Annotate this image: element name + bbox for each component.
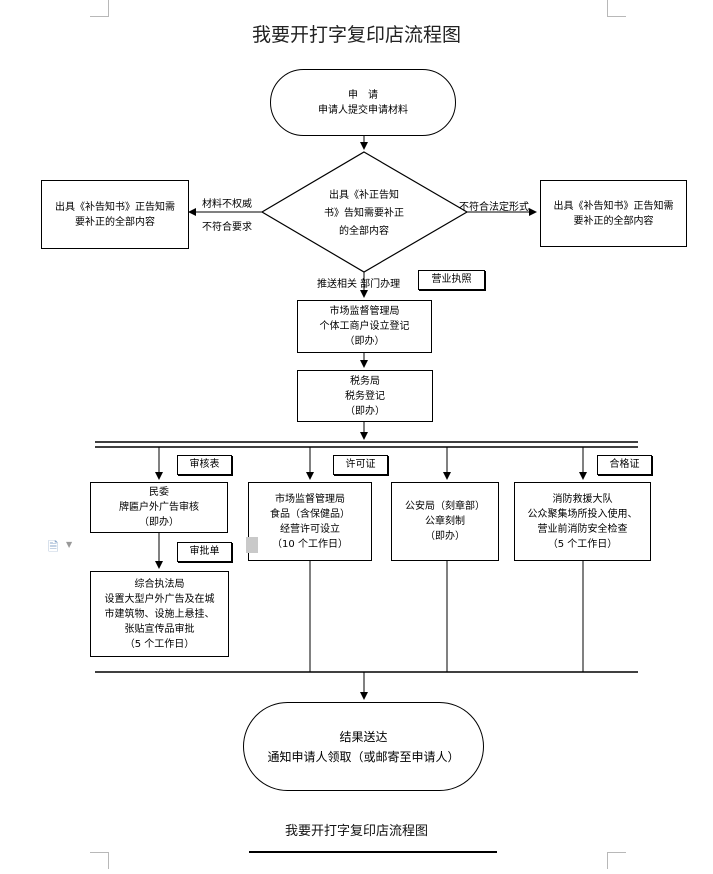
tag-approval-form: 审批单	[177, 542, 232, 562]
page-corner-mark	[607, 852, 626, 869]
tax-registration-box: 税务局 税务登记 （即办）	[297, 370, 433, 422]
tag-review-form: 审核表	[177, 455, 232, 475]
box-line: （即办）	[425, 531, 465, 542]
box-line: 公众聚集场所投入使用、	[527, 508, 638, 520]
label-materials-not-authoritative: 材料不权威	[202, 199, 252, 210]
notice-line: 出具《补告知书》正告知需	[55, 201, 175, 213]
market-regulation-registration-box: 市场监督管理局 个体工商户设立登记 （即办）	[297, 300, 432, 353]
page-corner-mark	[607, 0, 626, 17]
start-apply-node: 申 请 申请人提交申请材料	[270, 69, 456, 136]
box-line: 公安局（刻章部）	[405, 501, 485, 512]
box-line: 市场监督管理局	[329, 306, 400, 317]
box-line: 消防救援大队	[552, 493, 613, 505]
end-result-delivery-node: 结果送达 通知申请人领取（或邮寄至申请人）	[243, 702, 484, 791]
page-corner-mark	[90, 0, 109, 17]
decision-line: 的全部内容	[339, 226, 389, 237]
notice-line: 要补正的全部内容	[573, 215, 654, 227]
box-line: 经营许可设立	[280, 523, 340, 535]
civil-affairs-signboard-box: 民委 牌匾户外广告审核 （即办）	[90, 482, 228, 533]
paste-options-icon[interactable]: 🗎	[48, 540, 59, 555]
figure-caption: 我要开打字复印店流程图	[284, 824, 428, 839]
tag-business-license: 营业执照	[418, 270, 485, 290]
decision-text: 出具《补正告知 书》告知需要补正 的全部内容	[304, 187, 424, 241]
box-line: 设置大型户外广告及在城	[104, 593, 215, 605]
end-desc: 通知申请人领取（或邮寄至申请人）	[267, 749, 460, 764]
box-line: 张贴宣传品审批	[124, 623, 195, 635]
label-push-departments: 推送相关 部门办理	[317, 279, 401, 290]
box-line: （5 个工作日）	[124, 638, 195, 650]
end-title: 结果送达	[339, 729, 388, 744]
market-regulation-food-permit-box: 市场监督管理局 食品（含保健品） 经营许可设立 （10 个工作日）	[248, 482, 372, 561]
notice-line: 出具《补告知书》正告知需	[553, 200, 674, 212]
box-line: （5 个工作日）	[547, 538, 618, 550]
left-correction-notice-box: 出具《补告知书》正告知需 要补正的全部内容	[41, 180, 189, 249]
law-enforcement-advertising-box: 综合执法局 设置大型户外广告及在城 市建筑物、设施上悬挂、 张贴宣传品审批 （5…	[90, 571, 229, 657]
box-line: 食品（含保健品）	[270, 508, 350, 520]
box-line: 市建筑物、设施上悬挂、	[104, 608, 215, 620]
notice-line: 要补正的全部内容	[75, 216, 155, 228]
box-line: 公章刻制	[425, 516, 465, 527]
box-line: （即办）	[139, 517, 179, 528]
box-line: 个体工商户设立登记	[319, 321, 410, 332]
box-line: 综合执法局	[134, 578, 185, 590]
decision-line: 书》告知需要补正	[324, 208, 404, 219]
box-line: 市场监督管理局	[275, 493, 345, 505]
chevron-down-icon[interactable]: ▼	[66, 540, 73, 549]
start-desc: 申请人提交申请材料	[318, 104, 408, 116]
label-not-legal-form: 不符合法定形式	[459, 202, 529, 213]
start-title: 申 请	[348, 89, 378, 101]
box-line: 营业前消防安全检查	[537, 523, 628, 535]
box-line: 牌匾户外广告审核	[119, 502, 199, 513]
text-cursor-marker	[246, 537, 258, 553]
page-title: 我要开打字复印店流程图	[251, 24, 461, 46]
fire-safety-inspection-box: 消防救援大队 公众聚集场所投入使用、 营业前消防安全检查 （5 个工作日）	[514, 482, 651, 561]
box-line: （即办）	[345, 405, 385, 417]
caption-underline	[249, 851, 497, 853]
box-line: 民委	[149, 487, 169, 498]
page-corner-mark	[90, 852, 109, 869]
box-line: 税务登记	[345, 390, 385, 402]
label-not-compliant: 不符合要求	[202, 222, 252, 233]
police-seal-box: 公安局（刻章部） 公章刻制 （即办）	[391, 482, 499, 561]
box-line: 税务局	[350, 375, 380, 387]
box-line: （10 个工作日）	[272, 538, 348, 550]
tag-certificate: 合格证	[597, 455, 652, 475]
tag-permit: 许可证	[333, 455, 388, 475]
right-correction-notice-box: 出具《补告知书》正告知需 要补正的全部内容	[540, 180, 687, 247]
decision-line: 出具《补正告知	[329, 190, 399, 201]
box-line: （即办）	[344, 336, 385, 347]
